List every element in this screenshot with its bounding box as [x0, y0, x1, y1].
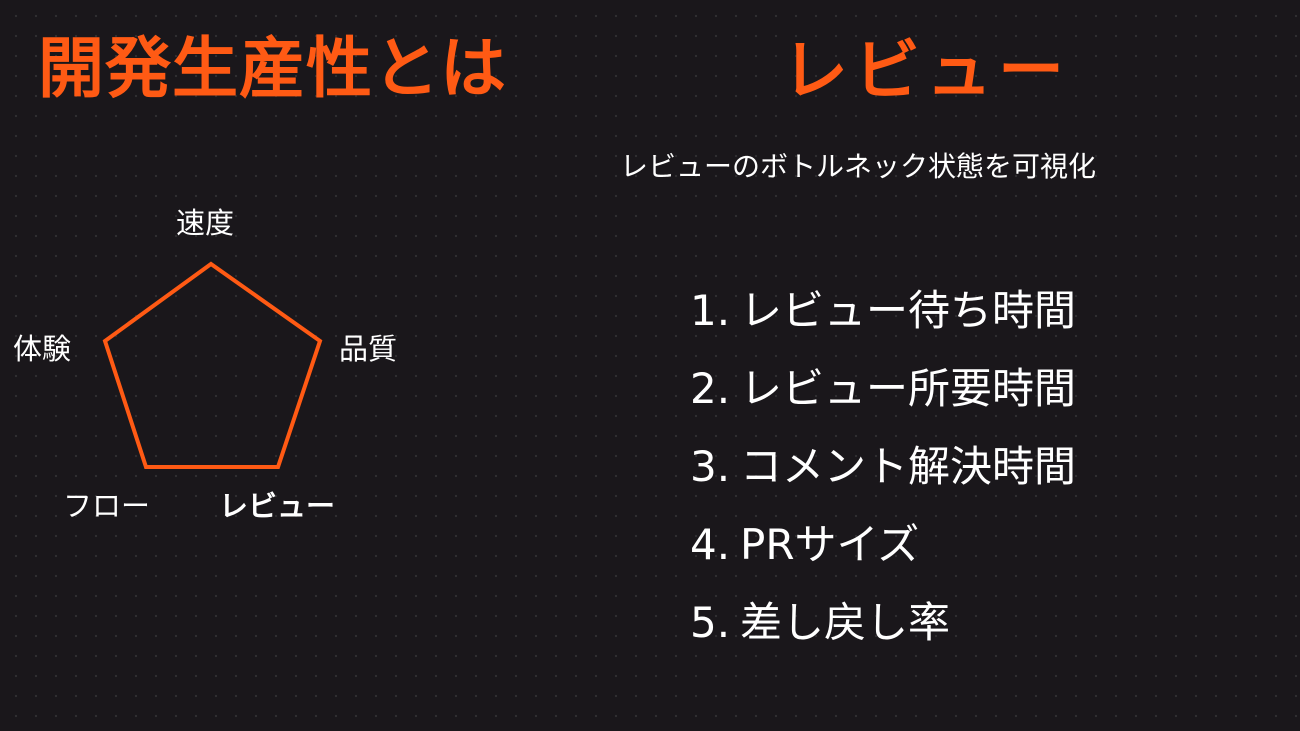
radar-label-speed: 速度: [176, 206, 235, 240]
list-item-label: レビュー待ち時間: [740, 286, 1077, 335]
list-item-label: 差し戻し率: [740, 598, 951, 647]
list-item-number: 2.: [690, 364, 731, 413]
radar-chart: 速度 品質 体験 フロー レビュー: [0, 0, 600, 731]
pentagon-outline: [102, 261, 323, 469]
radar-label-quality: 品質: [339, 332, 398, 366]
list-item-number: 3.: [690, 442, 731, 491]
page-title: 開発生産性とは: [38, 30, 507, 107]
list-item: 4. PRサイズ: [690, 506, 1076, 584]
radar-label-review: レビュー: [219, 489, 336, 523]
list-item: 1. レビュー待ち時間: [690, 272, 1076, 350]
list-item-number: 4.: [690, 520, 731, 569]
radar-label-experience: 体験: [13, 332, 72, 366]
metric-list: 1. レビュー待ち時間 2. レビュー所要時間 3. コメント解決時間 4. P…: [690, 272, 1076, 662]
radar-label-flow: フロー: [63, 489, 151, 523]
subtitle: レビューのボトルネック状態を可視化: [620, 150, 1097, 183]
list-item-number: 1.: [690, 286, 731, 335]
list-item-number: 5.: [690, 598, 731, 647]
list-item: 2. レビュー所要時間: [690, 350, 1076, 428]
section-title: レビュー: [782, 32, 1070, 109]
list-item: 3. コメント解決時間: [690, 428, 1076, 506]
list-item-label: レビュー所要時間: [740, 364, 1077, 413]
list-item-label: PRサイズ: [740, 520, 920, 569]
list-item: 5. 差し戻し率: [690, 584, 1076, 662]
list-item-label: コメント解決時間: [740, 442, 1077, 491]
pentagon-shape: [102, 261, 323, 469]
